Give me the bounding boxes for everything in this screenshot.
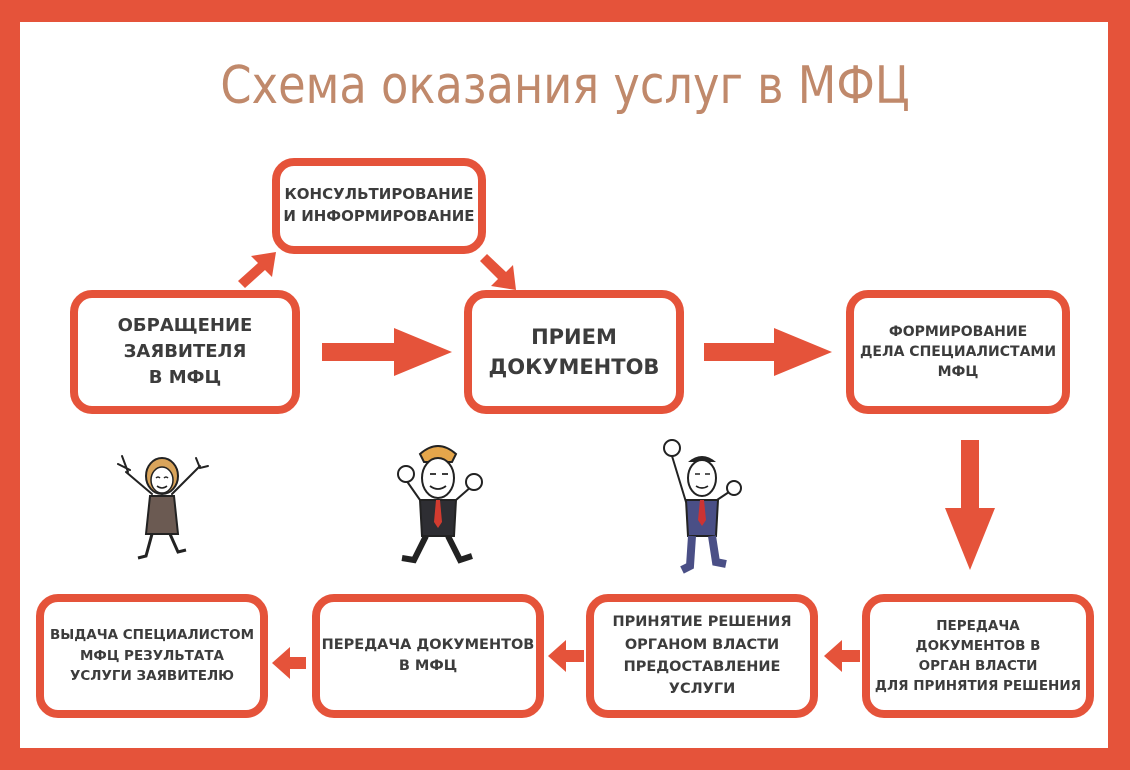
box-applicant-appeal-label: Обращение заявителя в МФЦ	[117, 314, 253, 389]
diagram-title: Схема оказания услуг в МФЦ	[220, 56, 910, 116]
box-transfer-to-authority-label: Передача документов в орган власти для п…	[874, 617, 1082, 695]
businessman-figure	[663, 439, 742, 574]
box-authority-decision-label: Принятие решения органом власти предоста…	[612, 614, 792, 698]
arrow-reception-to-formation	[704, 328, 832, 376]
box-transfer-to-mfc: Передача документов в МФЦ	[312, 594, 544, 718]
arrow-transfer-mfc-to-issue	[272, 647, 306, 679]
man-figure	[397, 445, 483, 564]
woman-figure	[117, 455, 209, 560]
box-authority-decision: Принятие решения органом власти предоста…	[586, 594, 818, 718]
box-document-reception-label: Прием документов	[488, 324, 660, 379]
box-document-reception: Прием документов	[464, 290, 684, 414]
box-case-formation-label: Формирование дела специалистами МФЦ	[859, 323, 1057, 381]
box-result-issue: Выдача специалистом МФЦ результата услуг…	[36, 594, 268, 718]
box-consulting-label: Консультирование и информирование	[283, 185, 475, 225]
arrow-appeal-to-consult	[238, 252, 276, 288]
arrow-formation-to-transfer	[945, 440, 995, 570]
box-result-issue-label: Выдача специалистом МФЦ результата услуг…	[49, 626, 255, 685]
box-transfer-to-mfc-label: Передача документов в МФЦ	[321, 636, 535, 674]
box-case-formation: Формирование дела специалистами МФЦ	[846, 290, 1070, 414]
box-applicant-appeal: Обращение заявителя в МФЦ	[70, 290, 300, 414]
arrow-appeal-to-reception	[322, 328, 452, 376]
arrow-consult-to-reception	[480, 254, 516, 290]
arrow-decision-to-transfer-mfc	[548, 640, 584, 672]
arrow-transfer-to-decision	[824, 640, 860, 672]
box-consulting: Консультирование и информирование	[272, 158, 486, 254]
box-transfer-to-authority: Передача документов в орган власти для п…	[862, 594, 1094, 718]
